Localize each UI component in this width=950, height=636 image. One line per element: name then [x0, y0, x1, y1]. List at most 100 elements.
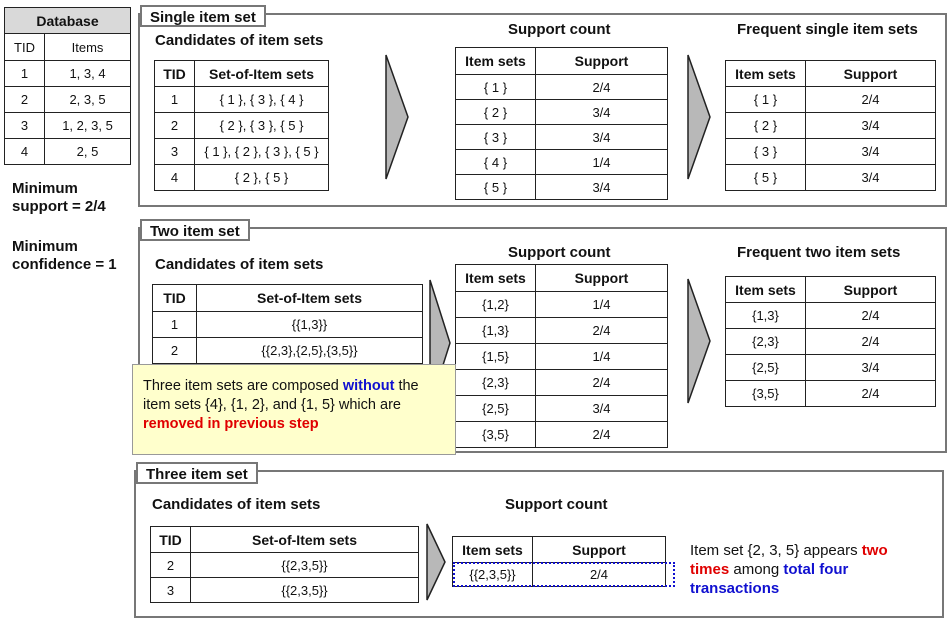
cell: 3/4 [805, 354, 936, 381]
cell: 2 [4, 86, 45, 113]
cell: {{1,3}} [196, 311, 423, 338]
arrow-right-icon [687, 54, 711, 180]
table-header: Item sets [455, 264, 536, 292]
table-row: {2,5}3/4 [725, 354, 936, 381]
table-row: 1{ 1 }, { 3 }, { 4 } [154, 86, 329, 113]
table-header: Item sets [725, 60, 806, 87]
cell: 3 [4, 112, 45, 139]
table-row: {3,5}2/4 [725, 380, 936, 407]
note-text: Three item sets are composed [143, 378, 343, 394]
cell: 1 [152, 311, 197, 338]
cell: 2/4 [805, 302, 936, 329]
cell: { 1 } [455, 74, 536, 100]
table-row: { 5 }3/4 [455, 174, 668, 200]
cell: 3 [154, 138, 195, 165]
cell: {1,3} [455, 317, 536, 344]
table-header: Item sets [455, 47, 536, 75]
three-panel-title: Three item set [136, 462, 258, 484]
table-row: { 1 }2/4 [455, 74, 668, 100]
cell: {{2,3},{2,5},{3,5}} [196, 337, 423, 364]
single-panel-title: Single item set [140, 5, 266, 27]
table-row: 4{ 2 }, { 5 } [154, 164, 329, 191]
database-title: Database [3, 7, 132, 34]
table-row: { 2 }3/4 [455, 99, 668, 125]
table-header: TID [150, 526, 191, 553]
cell: 3/4 [535, 99, 668, 125]
table-row: { 2 }3/4 [725, 112, 936, 139]
cell: 1 [154, 86, 195, 113]
cell: 3 [150, 577, 191, 603]
single-support-heading: Support count [508, 21, 611, 38]
cell: 3/4 [535, 174, 668, 200]
table-row: { 3 }3/4 [725, 138, 936, 165]
cell: 3/4 [535, 395, 668, 422]
cell: 2/4 [535, 317, 668, 344]
cell: 1/4 [535, 343, 668, 370]
arrow-right-icon [426, 523, 446, 601]
table-row: 2{{2,3},{2,5},{3,5}} [152, 337, 423, 364]
cell: 2, 3, 5 [43, 86, 132, 113]
min-confidence-line1: Minimum [12, 238, 78, 255]
cell: { 3 } [725, 138, 806, 165]
cell: 2/4 [805, 380, 936, 407]
table-row: 2{{2,3,5}} [150, 552, 419, 578]
cell: 2/4 [535, 421, 668, 448]
cell: {1,3} [725, 302, 806, 329]
cell: 2/4 [805, 328, 936, 355]
table-row: {2,3}2/4 [455, 369, 668, 396]
three-cand-heading: Candidates of item sets [152, 496, 321, 513]
cell: {1,5} [455, 343, 536, 370]
three-comment: Item set {2, 3, 5} appears two times amo… [690, 541, 930, 598]
table-row: 2{ 2 }, { 3 }, { 5 } [154, 112, 329, 139]
cell: { 3 } [455, 124, 536, 150]
min-support-line2: support = 2/4 [12, 198, 106, 215]
cell: 2 [150, 552, 191, 578]
cell: {3,5} [455, 421, 536, 448]
table-header: Support [532, 536, 666, 563]
table-row: {1,3}2/4 [725, 302, 936, 329]
cell: 2 [154, 112, 195, 139]
min-support-label: Minimum support = 2/4 [12, 180, 106, 216]
cell: {2,5} [455, 395, 536, 422]
table-row: { 5 }3/4 [725, 164, 936, 191]
table-row: {2,5}3/4 [455, 395, 668, 422]
table-row: { 3 }3/4 [455, 124, 668, 150]
cell: 3/4 [535, 124, 668, 150]
explanation-note: Three item sets are composed without the… [132, 364, 456, 455]
arrow-right-icon [385, 54, 409, 180]
comment-highlight-red: two times [690, 542, 888, 578]
arrow-right-icon [687, 278, 711, 404]
note-highlight-red: removed in previous step [143, 416, 319, 432]
cell: { 1 } [725, 86, 806, 113]
cell: 1 [4, 60, 45, 87]
note-text: the item sets {4}, {1, 2}, and {1, 5} wh… [143, 378, 419, 413]
cell: { 4 } [455, 149, 536, 175]
table-header: Set-of-Item sets [190, 526, 419, 553]
cell: {3,5} [725, 380, 806, 407]
cell: 2 [152, 337, 197, 364]
table-row: 1{{1,3}} [152, 311, 423, 338]
cell: {1,2} [455, 291, 536, 318]
table-row: {{2,3,5}}2/4 [452, 562, 666, 587]
cell: 1, 2, 3, 5 [43, 112, 132, 139]
min-confidence-line2: confidence = 1 [12, 256, 117, 273]
cell: 1, 3, 4 [43, 60, 132, 87]
cell: 2/4 [535, 369, 668, 396]
table-header: Support [535, 264, 668, 292]
min-support-line1: Minimum [12, 180, 78, 197]
cell: {2,3} [455, 369, 536, 396]
table-row: {3,5}2/4 [455, 421, 668, 448]
table-row: 3{{2,3,5}} [150, 577, 419, 603]
cell: { 1 }, { 3 }, { 4 } [194, 86, 329, 113]
min-confidence-label: Minimum confidence = 1 [12, 238, 117, 274]
table-header: Set-of-Item sets [196, 284, 423, 312]
